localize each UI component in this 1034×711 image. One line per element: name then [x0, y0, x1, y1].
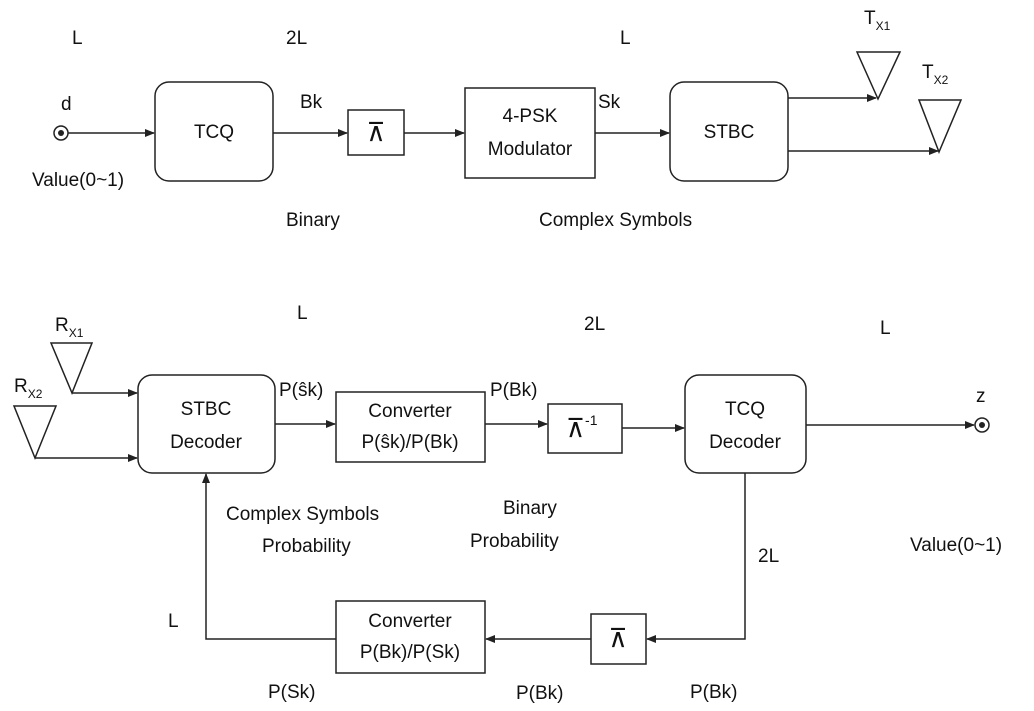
binary-annotation: Binary — [286, 210, 340, 231]
antenna-rx1-label: RX1 — [55, 315, 84, 340]
length-label-2L-feedback: 2L — [758, 546, 779, 567]
converter-top-line1: Converter — [368, 401, 452, 422]
p-bk-label-feedback-right: P(Bk) — [690, 682, 738, 703]
feedback-interleaver-block — [590, 613, 647, 665]
converter-feedback-line1: Converter — [368, 611, 452, 632]
modulator-line1: 4-PSK — [503, 106, 558, 127]
complex-prob-annotation-line2: Probability — [262, 536, 351, 557]
source-d-label: d — [61, 94, 72, 115]
source-range-label: Value(0~1) — [32, 170, 124, 191]
receiver-chain: L 2L L RX1 RX2 STBC Decoder P(ŝk) Conver… — [12, 303, 1002, 704]
wire-tcq-decoder-feedback — [646, 473, 746, 643]
feedback-interleaver-symbol: ⊼ — [608, 623, 627, 653]
length-label-2L-rx: 2L — [584, 314, 605, 335]
tcq-decoder-line2: Decoder — [709, 432, 781, 453]
stbc-block — [669, 81, 789, 182]
length-label-L-feedback: L — [168, 611, 179, 632]
p-bk-label-feedback-mid: P(Bk) — [516, 683, 564, 704]
interleaver-symbol: ⊼ — [366, 117, 385, 147]
antenna-tx2-label: TX2 — [922, 62, 949, 87]
sk-label: Sk — [598, 92, 621, 113]
antenna-tx2-icon — [917, 99, 963, 155]
stbc-decoder-block — [137, 374, 276, 474]
bk-label: Bk — [300, 92, 323, 113]
converter-feedback-block — [335, 600, 486, 674]
length-label-L-tx-output: L — [620, 28, 631, 49]
output-z-label: z — [976, 386, 986, 407]
binary-prob-annotation-line2: Probability — [470, 531, 559, 552]
binary-prob-annotation-line1: Binary — [503, 498, 557, 519]
antenna-rx2-icon — [12, 405, 58, 461]
modulator-line2: Modulator — [488, 139, 573, 160]
complex-prob-annotation-line1: Complex Symbols — [226, 504, 379, 525]
tcq-decoder-block — [684, 374, 807, 474]
output-range-label: Value(0~1) — [910, 535, 1002, 556]
length-label-2L-tx: 2L — [286, 28, 307, 49]
psk-modulator-block — [464, 87, 596, 179]
converter-top-block — [335, 391, 486, 463]
antenna-rx1-icon — [49, 342, 94, 395]
antenna-tx1-icon — [855, 51, 902, 101]
converter-feedback-line2: P(Bk)/P(Sk) — [360, 642, 460, 663]
tcq-decoder-line1: TCQ — [725, 399, 765, 420]
length-label-L-rx-left: L — [297, 303, 308, 324]
tcq-block — [154, 81, 274, 182]
antenna-tx1-label: TX1 — [864, 8, 891, 33]
tcq-label: TCQ — [194, 122, 234, 143]
converter-top-line2: P(ŝk)/P(Bk) — [361, 432, 458, 453]
length-label-L-rx-right: L — [880, 318, 891, 339]
output-terminal-icon — [974, 417, 990, 433]
p-shat-k-label: P(ŝk) — [279, 380, 323, 401]
p-sk-label-feedback: P(Sk) — [268, 682, 316, 703]
wire-feedback-to-stbc-decoder — [202, 473, 336, 640]
complex-symbols-annotation: Complex Symbols — [539, 210, 692, 231]
length-label-L-tx-input: L — [72, 28, 83, 49]
transmitter-chain: L 2L L d Value(0~1) TCQ Bk ⊼ 4-PSK Modul… — [32, 8, 963, 231]
stbc-label: STBC — [704, 122, 755, 143]
deinterleaver-symbol: ⊼-1 — [566, 412, 598, 443]
source-terminal-icon — [53, 125, 69, 141]
deinterleaver-block — [547, 403, 623, 454]
stbc-decoder-line1: STBC — [181, 399, 232, 420]
stbc-decoder-line2: Decoder — [170, 432, 242, 453]
p-bk-label-top: P(Bk) — [490, 380, 538, 401]
antenna-rx2-label: RX2 — [14, 376, 43, 401]
